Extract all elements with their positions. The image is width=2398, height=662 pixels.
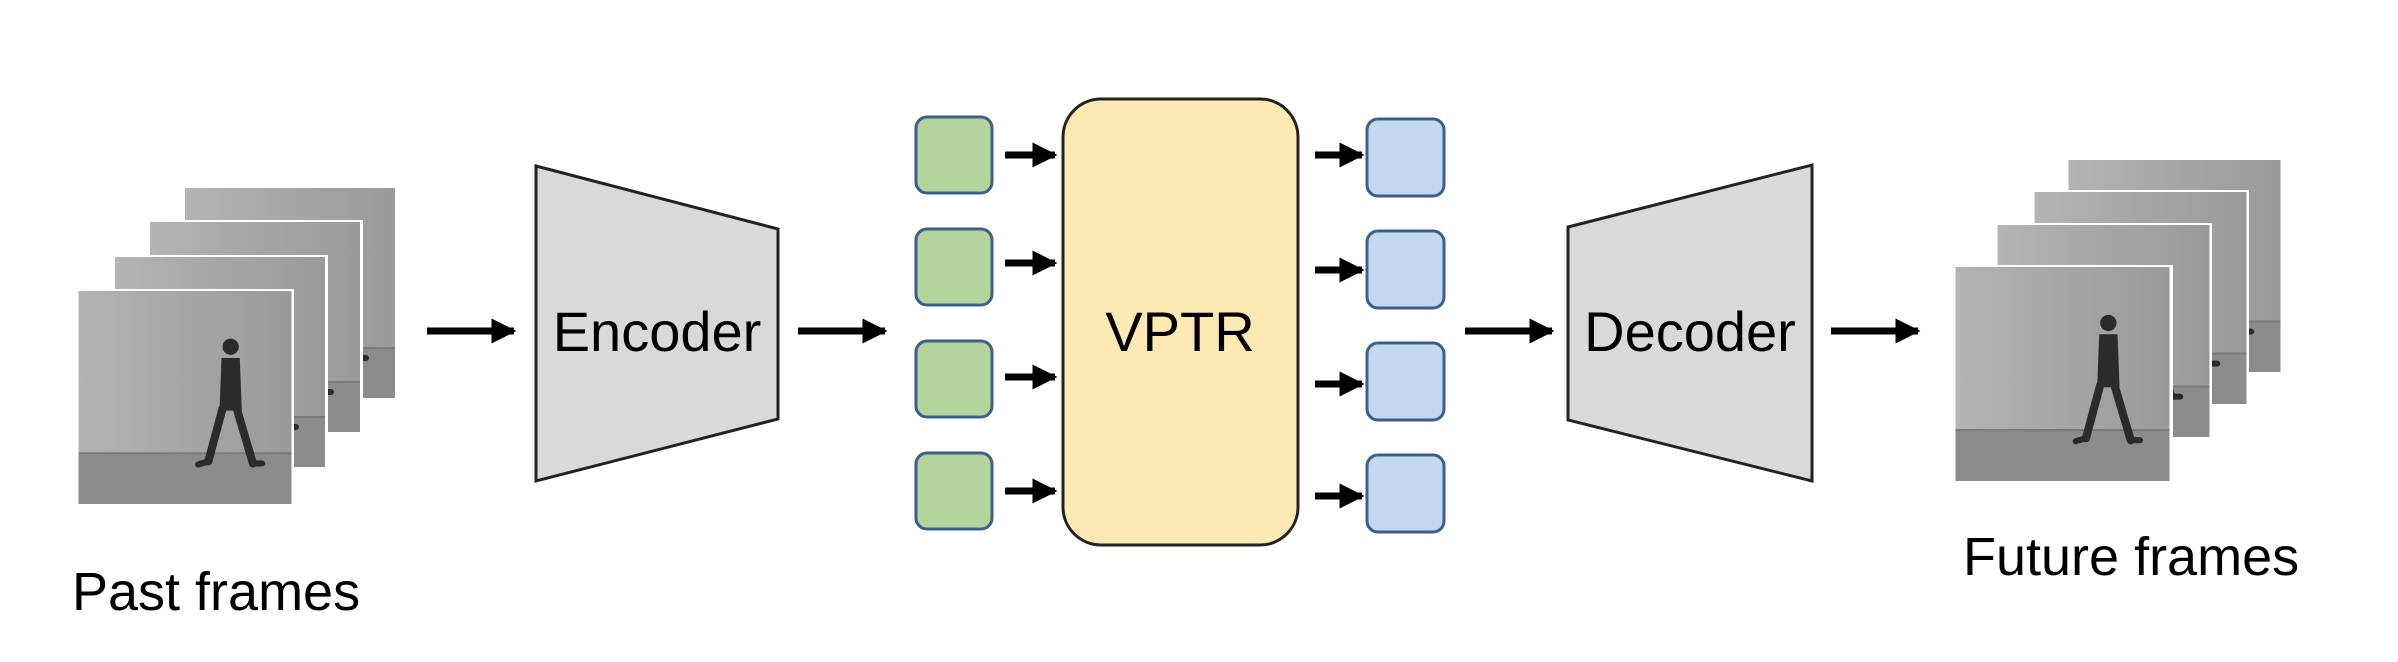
input-token-3 (914, 339, 994, 419)
encoder-label: Encoder (553, 300, 762, 363)
future-frames-label: Future frames (1963, 527, 2299, 587)
input-token-1 (914, 115, 994, 195)
input-tokens (914, 115, 994, 531)
future-frame-1 (1952, 265, 2173, 483)
output-tokens (1365, 117, 1446, 534)
vptr-block (1061, 97, 1300, 547)
decoder-block (1566, 163, 1814, 483)
arrows-tokens-to-vptr (1005, 142, 1058, 504)
output-token-3 (1365, 341, 1446, 422)
input-token-2 (914, 227, 994, 307)
output-token-2 (1365, 229, 1446, 310)
output-token-4 (1365, 453, 1446, 534)
encoder-block (534, 164, 780, 483)
vptr-label: VPTR (1105, 300, 1254, 363)
past-frame-1 (76, 289, 294, 506)
past-frames-stack (76, 186, 398, 506)
future-frames-stack (1952, 158, 2283, 483)
past-frames-label: Past frames (72, 562, 360, 622)
arrows-vptr-to-outputs (1315, 142, 1365, 509)
input-token-4 (914, 451, 994, 531)
output-token-1 (1365, 117, 1446, 198)
decoder-label: Decoder (1584, 300, 1796, 363)
